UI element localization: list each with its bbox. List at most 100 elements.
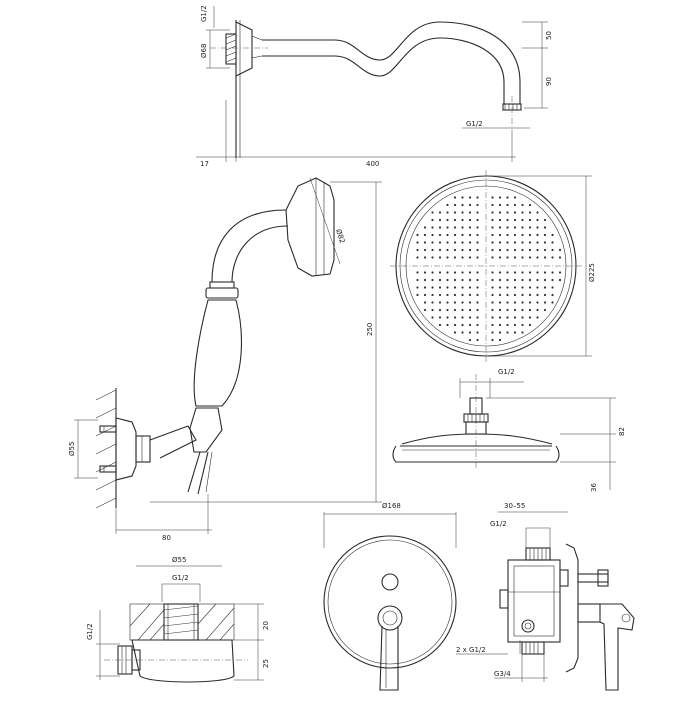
nozzle-dot (416, 241, 419, 244)
nozzle-dot (431, 278, 434, 282)
nozzle-dot (521, 308, 524, 312)
nozzle-dot (468, 338, 472, 342)
nozzle-dot (461, 323, 464, 327)
nozzle-dot (461, 196, 464, 199)
nozzle-dot (416, 271, 419, 274)
nozzle-dot (438, 233, 442, 237)
nozzle-dot (461, 301, 464, 304)
nozzle-dot (513, 278, 517, 282)
nozzle-dot (468, 316, 472, 319)
hand-head-diameter-label: Ø82 (334, 228, 346, 244)
nozzle-dot (476, 248, 479, 252)
nozzle-dot (476, 233, 479, 237)
nozzle-dot (528, 286, 532, 289)
nozzle-dot (498, 323, 502, 327)
nozzle-dot (498, 271, 502, 274)
rain-head-thickness-label: 36 (590, 483, 598, 492)
nozzle-dot (453, 203, 457, 207)
nozzle-dot (521, 316, 524, 319)
nozzle-dot (513, 316, 517, 319)
wall-outlet-view: Ø55 G1/2 G1/2 (86, 556, 270, 683)
nozzle-dot (513, 301, 517, 304)
nozzle-dot (543, 256, 547, 259)
outlet-depth-lower-label: 25 (262, 659, 270, 668)
nozzle-dot (528, 241, 532, 244)
nozzle-dot (446, 293, 449, 297)
nozzle-dot (461, 211, 464, 214)
valve-depth-range-label: 30–55 (504, 502, 525, 510)
nozzle-dot (543, 278, 547, 282)
nozzle-dot (521, 293, 524, 297)
nozzle-dot (491, 278, 494, 282)
nozzle-dot (543, 271, 547, 274)
nozzle-dot (506, 286, 509, 289)
nozzle-dot (551, 241, 554, 244)
nozzle-dot (446, 316, 449, 319)
nozzle-dot (506, 316, 509, 319)
nozzle-dot (453, 271, 457, 274)
nozzle-dot (461, 278, 464, 282)
nozzle-dot (423, 308, 427, 312)
shower-arm-view: Ø68 G1/2 50 90 G1/2 17 400 (196, 5, 553, 168)
nozzle-dot (453, 308, 457, 312)
nozzle-dot (431, 256, 434, 259)
nozzle-dot (551, 301, 554, 304)
nozzle-dot (536, 271, 539, 274)
nozzle-dot (476, 308, 479, 312)
nozzle-dot (416, 256, 419, 259)
nozzle-dot (498, 211, 502, 214)
nozzle-dot (498, 248, 502, 252)
nozzle-dot (468, 196, 472, 199)
nozzle-dot (521, 301, 524, 304)
nozzle-dot (431, 308, 434, 312)
nozzle-dot (446, 323, 449, 327)
nozzle-dot (446, 271, 449, 274)
nozzle-dot (491, 301, 494, 304)
nozzle-dot (536, 293, 539, 297)
nozzle-dot (416, 233, 419, 237)
nozzle-dot (513, 196, 517, 199)
nozzle-dot (528, 323, 532, 327)
nozzle-dot (513, 256, 517, 259)
nozzle-dot (468, 226, 472, 229)
nozzle-dot (543, 301, 547, 304)
nozzle-dot (513, 323, 517, 327)
nozzle-dot (476, 203, 479, 207)
rain-head-side-view: G1/2 82 36 (392, 368, 626, 492)
nozzle-dot (513, 293, 517, 297)
nozzle-dot (551, 233, 554, 237)
nozzle-dot (551, 293, 554, 297)
nozzle-dot (416, 248, 419, 252)
nozzle-dot (498, 293, 502, 297)
nozzle-dot (491, 271, 494, 274)
nozzle-dot (528, 218, 532, 222)
nozzle-dot (521, 226, 524, 229)
nozzle-dot (446, 256, 449, 259)
nozzle-dot (453, 241, 457, 244)
nozzle-dot (536, 286, 539, 289)
nozzle-dot (506, 271, 509, 274)
nozzle-dot (491, 331, 494, 334)
nozzle-dot (491, 196, 494, 199)
nozzle-dot (528, 226, 532, 229)
nozzle-dot (491, 308, 494, 312)
nozzle-dot (543, 233, 547, 237)
nozzle-dot (438, 271, 442, 274)
nozzle-dot (536, 233, 539, 237)
valve-top-thread-label: G1/2 (490, 520, 507, 528)
nozzle-dot (536, 278, 539, 282)
nozzle-dot (498, 301, 502, 304)
nozzle-dot (551, 248, 554, 252)
nozzle-dot (506, 233, 509, 237)
hand-height-label: 250 (366, 323, 374, 336)
nozzle-dot (528, 301, 532, 304)
nozzle-dot (468, 293, 472, 297)
nozzle-dot (461, 241, 464, 244)
nozzle-dot (513, 211, 517, 214)
nozzle-dot (446, 308, 449, 312)
nozzle-dot (476, 271, 479, 274)
valve-outlets-label: 2 x G1/2 (456, 646, 486, 654)
nozzle-dot (446, 301, 449, 304)
nozzle-dot (528, 211, 532, 214)
outlet-diameter-label: Ø55 (172, 556, 186, 564)
